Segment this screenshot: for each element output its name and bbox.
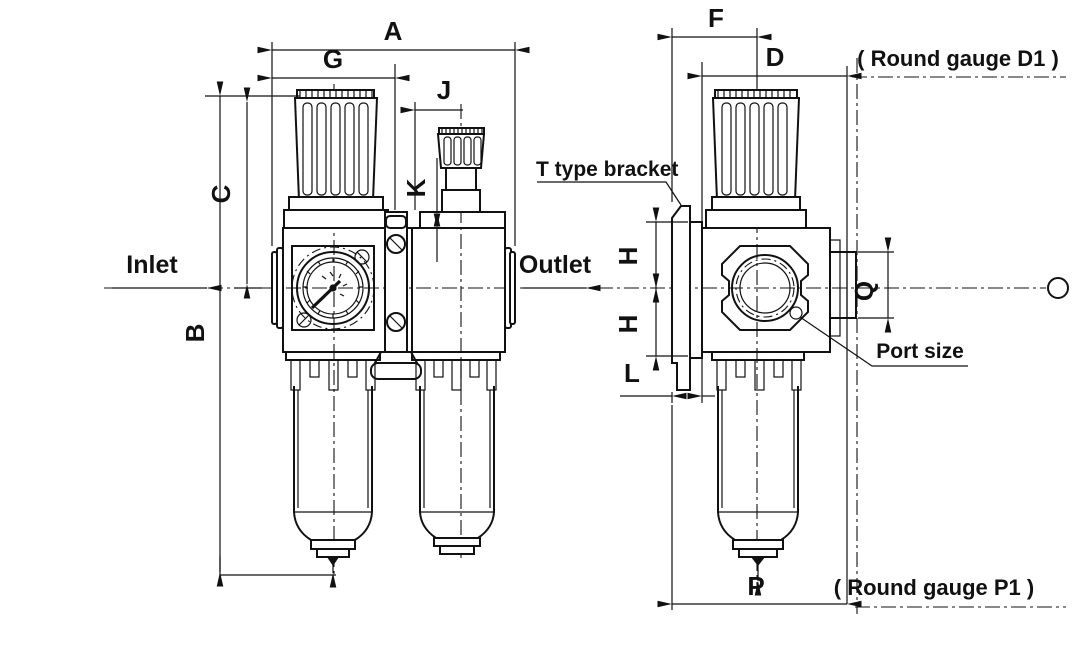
port-size-reference (789, 306, 803, 320)
dim-b-label: B (180, 324, 210, 343)
dim-h-upper-label: H (613, 247, 643, 266)
side-bowl (711, 351, 805, 596)
gauge-panel-screws (296, 249, 370, 328)
dim-k-label: K (401, 178, 431, 197)
side-dimensions: F D H H L P Q (613, 3, 894, 610)
outlet-label: Outlet (519, 251, 592, 279)
port-face (721, 245, 809, 331)
gauge-needle (310, 279, 342, 310)
outlet-port-flange (504, 247, 516, 329)
annotations: T type bracket Port size ( Round gauge D… (536, 46, 1066, 608)
dim-p-label: P (747, 571, 764, 601)
lubricator-fill-knob (436, 127, 486, 213)
inlet-port-flange (271, 247, 284, 329)
gauge-ticks (303, 258, 363, 318)
dim-a-label: A (384, 16, 403, 46)
dim-c-label: C (206, 184, 236, 203)
centerlines (104, 28, 1069, 614)
lubricator-bowl (411, 351, 501, 555)
side-body (689, 221, 831, 359)
port-size-note: Port size (876, 340, 964, 363)
t-type-bracket (671, 205, 691, 391)
front-view (271, 89, 516, 588)
round-gauge-d1-note: ( Round gauge D1 ) (857, 46, 1059, 71)
dim-q-label: Q (849, 281, 879, 301)
side-regulator-knob (705, 89, 807, 229)
body-clamp (370, 211, 422, 380)
regulator-knob (283, 89, 389, 229)
filter-bowl (285, 351, 381, 588)
front-dimensions: A G J K C B Inlet Outlet (112, 16, 601, 587)
inlet-label: Inlet (126, 251, 178, 279)
round-gauge-marker (1047, 277, 1069, 299)
pressure-gauge (291, 245, 375, 331)
round-gauge-p1-note: ( Round gauge P1 ) (834, 575, 1034, 600)
t-bracket-note: T type bracket (536, 158, 678, 181)
dim-g-label: G (323, 44, 343, 74)
side-view (671, 89, 857, 596)
dim-l-label: L (624, 358, 640, 388)
dim-j-label: J (437, 75, 451, 105)
dim-d-label: D (766, 42, 785, 72)
dim-h-lower-label: H (613, 315, 643, 334)
dim-f-label: F (708, 3, 724, 33)
